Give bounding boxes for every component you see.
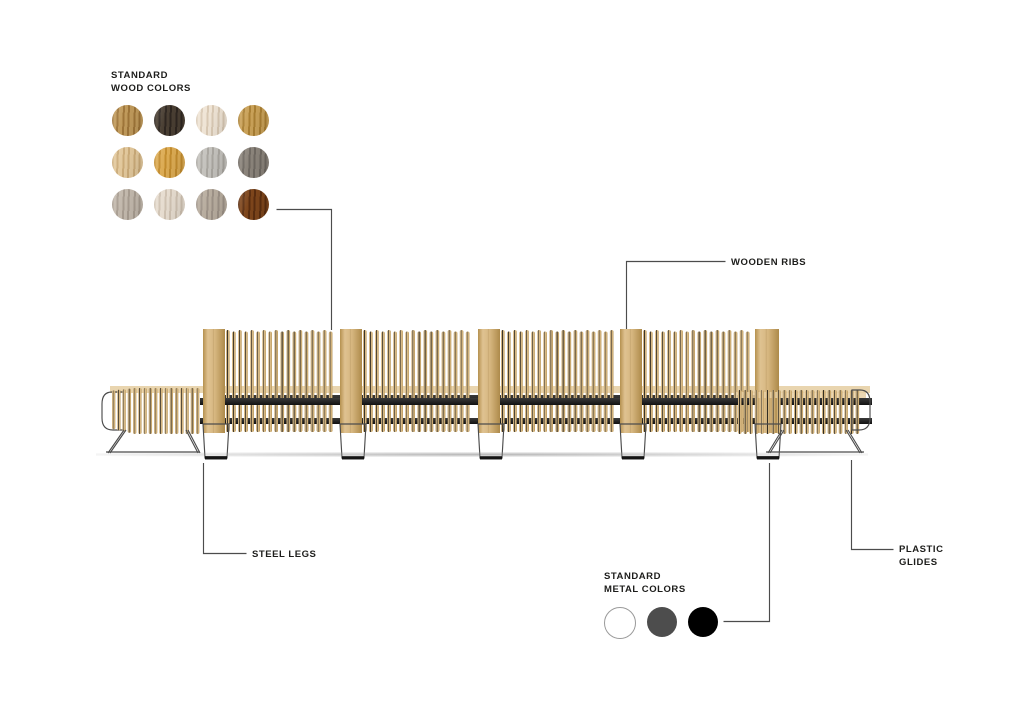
metal-swatch-white[interactable] [604, 607, 636, 639]
wood-swatch-pale-cream-ash[interactable] [196, 105, 227, 136]
wood-swatch-medium-oak[interactable] [112, 105, 143, 136]
callout-plastic-glides: PLASTIC GLIDES [899, 544, 944, 568]
wood-swatch-dark-grey-brown[interactable] [238, 147, 269, 178]
callout-wooden-ribs: WOODEN RIBS [731, 257, 807, 268]
wood-swatch-honey-oak[interactable] [154, 147, 185, 178]
callout-steel-legs: STEEL LEGS [252, 549, 317, 560]
metal-swatch-black[interactable] [688, 607, 718, 637]
metal-color-swatch-row [604, 607, 718, 639]
metal-colors-heading: STANDARD METAL COLORS [604, 571, 686, 595]
wood-swatch-light-natural-oak[interactable] [112, 147, 143, 178]
wood-swatch-dark-walnut[interactable] [238, 189, 269, 220]
wood-swatch-greige-oak[interactable] [112, 189, 143, 220]
wood-color-swatch-grid [112, 105, 280, 231]
wood-swatch-golden-oak[interactable] [238, 105, 269, 136]
metal-swatch-dark-grey[interactable] [647, 607, 677, 637]
wood-swatch-light-grey-oak[interactable] [196, 147, 227, 178]
wood-swatch-dark-wenge[interactable] [154, 105, 185, 136]
wood-swatch-whitewash-oak[interactable] [154, 189, 185, 220]
wood-colors-heading: STANDARD WOOD COLORS [111, 70, 191, 94]
ground-shadow [96, 452, 868, 457]
wood-swatch-taupe-grey-oak[interactable] [196, 189, 227, 220]
